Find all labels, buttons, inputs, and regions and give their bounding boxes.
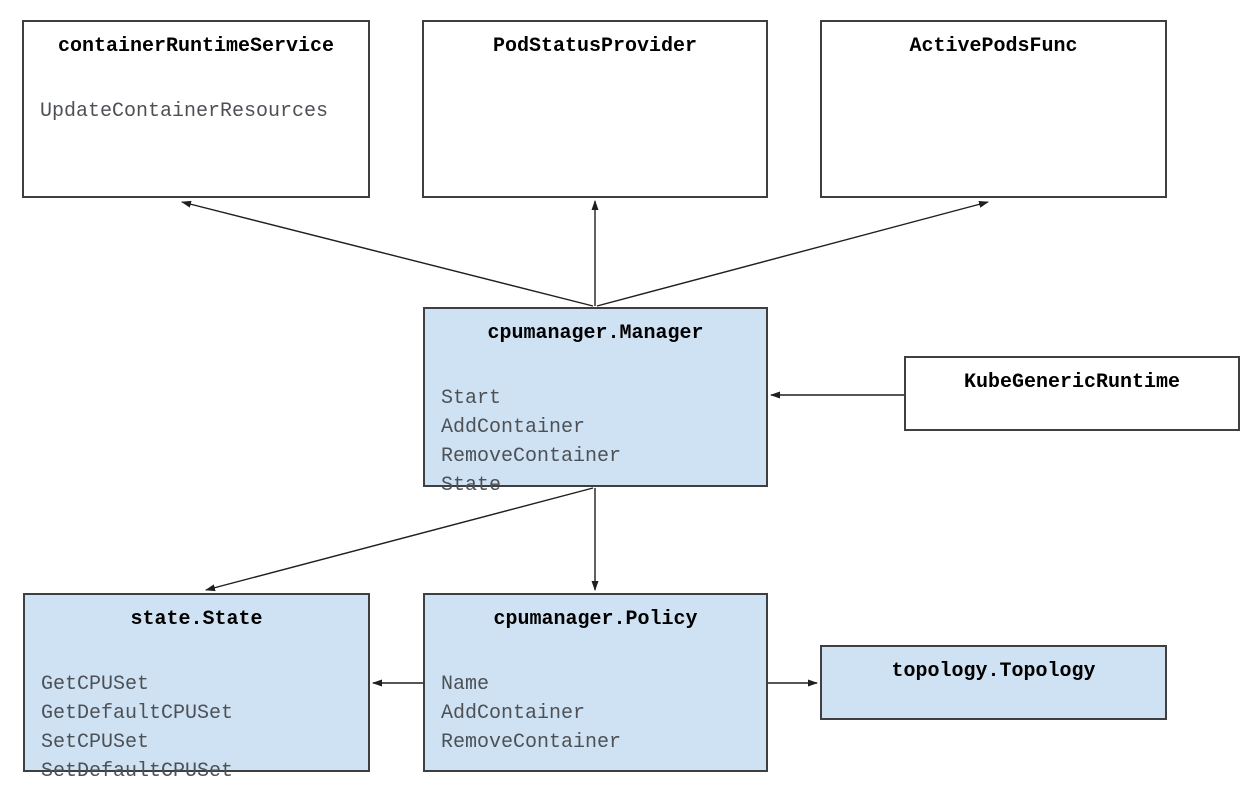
arrow-manager-to-active-pods-func [596, 200, 989, 307]
method: SetDefaultCPUSet [41, 760, 234, 783]
box-title: cpumanager.Manager [487, 322, 704, 345]
box-cpumanager-manager: cpumanager.Manager Start AddContainer Re… [423, 307, 768, 497]
method-list: Name AddContainer RemoveContainer [441, 670, 750, 757]
method-list: Start AddContainer RemoveContainer State [441, 384, 750, 500]
method-list: GetCPUSet GetDefaultCPUSet SetCPUSet Set… [41, 670, 352, 786]
box-topology-topology: topology.Topology [820, 645, 1167, 720]
box-cpumanager-policy: cpumanager.Policy Name AddContainer Remo… [423, 593, 768, 772]
box-title: topology.Topology [891, 660, 1096, 683]
box-kube-generic-runtime: KubeGenericRuntime [904, 356, 1240, 431]
method: GetDefaultCPUSet [41, 702, 234, 725]
method: GetCPUSet [41, 673, 150, 696]
method: UpdateContainerResources [40, 100, 329, 123]
method: Start [441, 387, 502, 410]
box-title: cpumanager.Policy [493, 608, 698, 631]
method: Name [441, 673, 490, 696]
box-title: PodStatusProvider [492, 35, 698, 58]
box-pod-status-provider: PodStatusProvider [422, 20, 768, 198]
box-title: KubeGenericRuntime [963, 371, 1181, 394]
arrow-manager-to-container-runtime-service [181, 200, 594, 307]
box-active-pods-func: ActivePodsFunc [820, 20, 1167, 198]
method: State [441, 474, 502, 497]
method: RemoveContainer [441, 445, 622, 468]
method: SetCPUSet [41, 731, 150, 754]
box-title: containerRuntimeService [57, 35, 335, 58]
method: AddContainer [441, 702, 586, 725]
box-state-state: state.State GetCPUSet GetDefaultCPUSet S… [23, 593, 370, 783]
box-container-runtime-service: containerRuntimeService UpdateContainerR… [22, 20, 370, 198]
method-list: UpdateContainerResources [40, 97, 352, 126]
arrow-manager-to-state-state [205, 487, 594, 592]
method: RemoveContainer [441, 731, 622, 754]
method: AddContainer [441, 416, 586, 439]
box-title: ActivePodsFunc [909, 35, 1078, 58]
box-title: state.State [130, 608, 263, 631]
